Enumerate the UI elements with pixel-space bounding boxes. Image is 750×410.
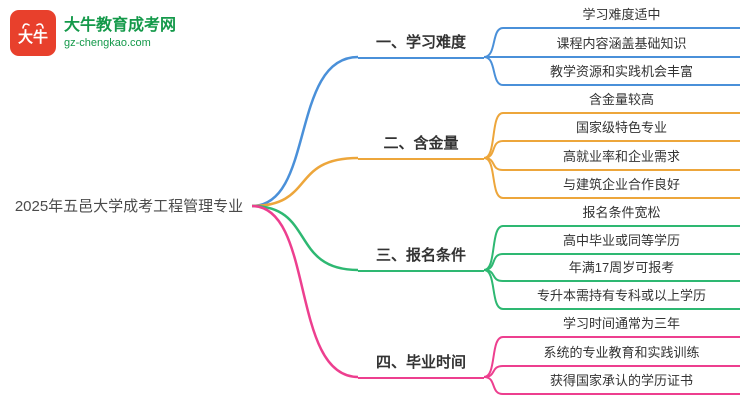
leaf-node: 学习时间通常为三年 [503,315,740,338]
logo: 大牛 大牛教育成考网 gz-chengkao.com [10,10,176,56]
connector-b1-l3 [483,56,504,86]
connector-b3-l4 [483,269,504,310]
leaf-node: 课程内容涵盖基础知识 [503,35,740,58]
leaf-node: 高中毕业或同等学历 [503,232,740,255]
connector-root-branch4 [251,204,359,379]
connector-b2-l3 [483,157,504,171]
leaf-node: 学习难度适中 [503,6,740,29]
bull-horns-icon [22,23,44,29]
leaf-node: 含金量较高 [503,91,740,114]
connector-b3-l3 [483,269,504,282]
connector-b3-l1 [483,225,504,271]
logo-title: 大牛教育成考网 [64,16,177,34]
connector-b2-l4 [483,157,504,199]
connector-root-branch3 [251,204,359,272]
logo-domain: gz-chengkao.com [64,36,151,49]
leaf-node: 教学资源和实践机会丰富 [503,63,740,86]
leaf-node: 获得国家承认的学历证书 [503,372,740,395]
branch-node-graduation-time: 四、毕业时间 [358,353,484,379]
connector-b3-l2 [483,253,504,271]
branch-node-study-difficulty: 一、学习难度 [358,33,484,59]
branch-node-requirements: 三、报名条件 [358,246,484,272]
leaf-node: 系统的专业教育和实践训练 [503,344,740,367]
connector-b4-l2 [483,365,504,378]
logo-text: 大牛教育成考网 gz-chengkao.com [64,16,176,51]
leaf-node: 专升本需持有专科或以上学历 [503,287,740,310]
leaf-node: 与建筑企业合作良好 [503,176,740,199]
connector-b4-l3 [483,376,504,395]
branch-node-value: 二、含金量 [358,134,484,160]
leaf-node: 报名条件宽松 [503,204,740,227]
connector-root-branch1 [251,55,359,208]
connector-b2-l2 [483,140,504,159]
logo-badge: 大牛 [10,10,56,56]
logo-badge-text: 大牛 [17,29,48,46]
root-node: 2025年五邑大学成考工程管理专业 [14,198,244,215]
leaf-node: 国家级特色专业 [503,119,740,142]
connector-root-branch2 [251,156,359,208]
leaf-node: 高就业率和企业需求 [503,148,740,171]
connector-b2-l1 [483,112,504,159]
leaf-node: 年满17周岁可报考 [503,259,740,282]
connector-b4-l1 [483,336,504,378]
connector-b1-l1 [483,27,504,58]
